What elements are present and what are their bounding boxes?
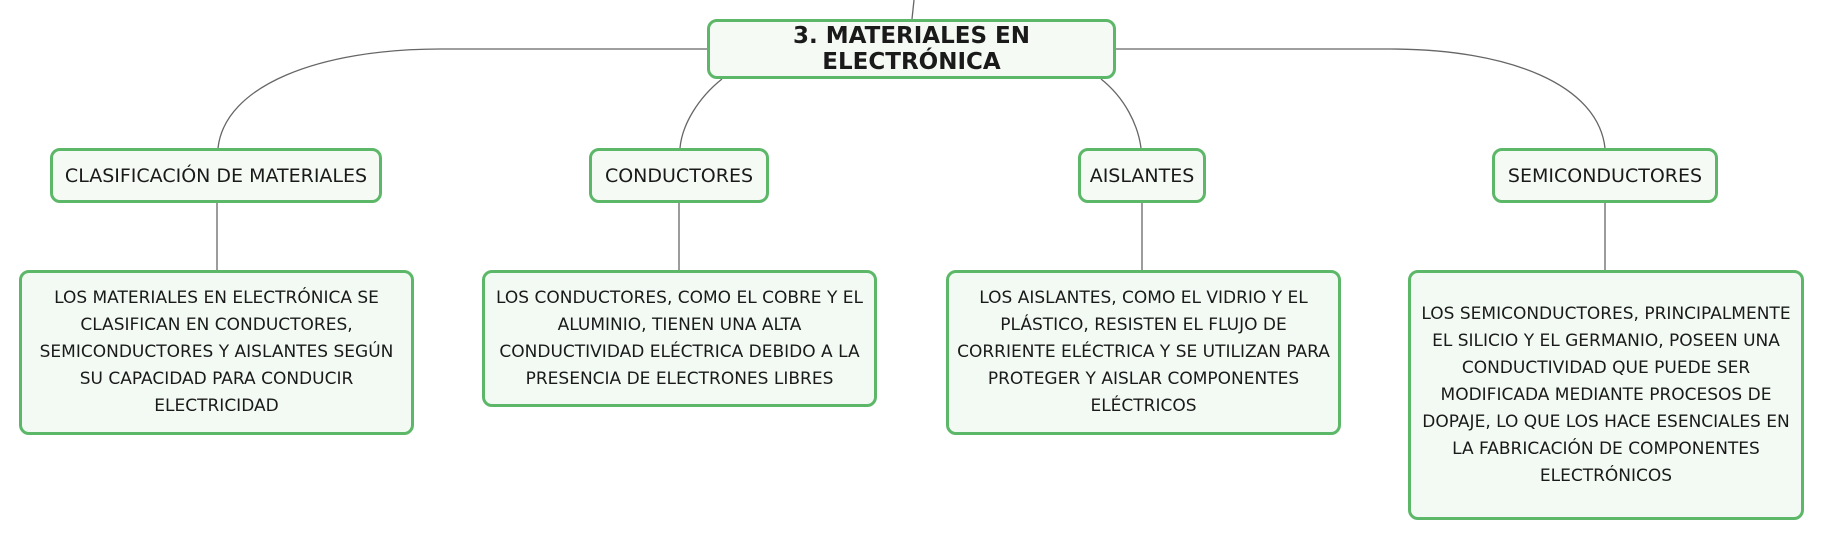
topic-conductores[interactable]: CONDUCTORES (589, 148, 769, 203)
topic-semiconductores[interactable]: SEMICONDUCTORES (1492, 148, 1718, 203)
description-text: LOS MATERIALES EN ELECTRÓNICA SE CLASIFI… (39, 288, 394, 416)
connector-parent-to-root (911, 0, 915, 20)
subtopic-aislantes-description[interactable]: LOS AISLANTES, COMO EL VIDRIO Y EL PLÁST… (946, 270, 1341, 435)
subtopic-conductores-description[interactable]: LOS CONDUCTORES, COMO EL COBRE Y EL ALUM… (482, 270, 877, 407)
connector-root-to-semiconductores (1116, 48, 1606, 149)
description-text: LOS CONDUCTORES, COMO EL COBRE Y EL ALUM… (496, 287, 863, 389)
description-text: LOS AISLANTES, COMO EL VIDRIO Y EL PLÁST… (957, 288, 1330, 416)
connector-root-to-clasificacion (217, 48, 707, 149)
subtopic-clasificacion-description[interactable]: LOS MATERIALES EN ELECTRÓNICA SE CLASIFI… (19, 270, 414, 435)
root-topic-title: 3. MATERIALES EN ELECTRÓNICA (792, 23, 1031, 75)
topic-aislantes[interactable]: AISLANTES (1078, 148, 1206, 203)
connector-root-to-aislantes (1100, 78, 1142, 149)
connector-root-to-conductores (679, 78, 723, 149)
topic-label: AISLANTES (1089, 164, 1195, 187)
description-text: LOS SEMICONDUCTORES, PRINCIPALMENTE EL S… (1421, 303, 1791, 486)
topic-clasificacion-de-materiales[interactable]: CLASIFICACIÓN DE MATERIALES (50, 148, 382, 203)
subtopic-semiconductores-description[interactable]: LOS SEMICONDUCTORES, PRINCIPALMENTE EL S… (1408, 270, 1804, 520)
root-topic[interactable]: 3. MATERIALES EN ELECTRÓNICA (707, 19, 1116, 79)
topic-label: CLASIFICACIÓN DE MATERIALES (64, 164, 368, 187)
topic-label: CONDUCTORES (604, 164, 754, 187)
topic-label: SEMICONDUCTORES (1507, 164, 1703, 187)
